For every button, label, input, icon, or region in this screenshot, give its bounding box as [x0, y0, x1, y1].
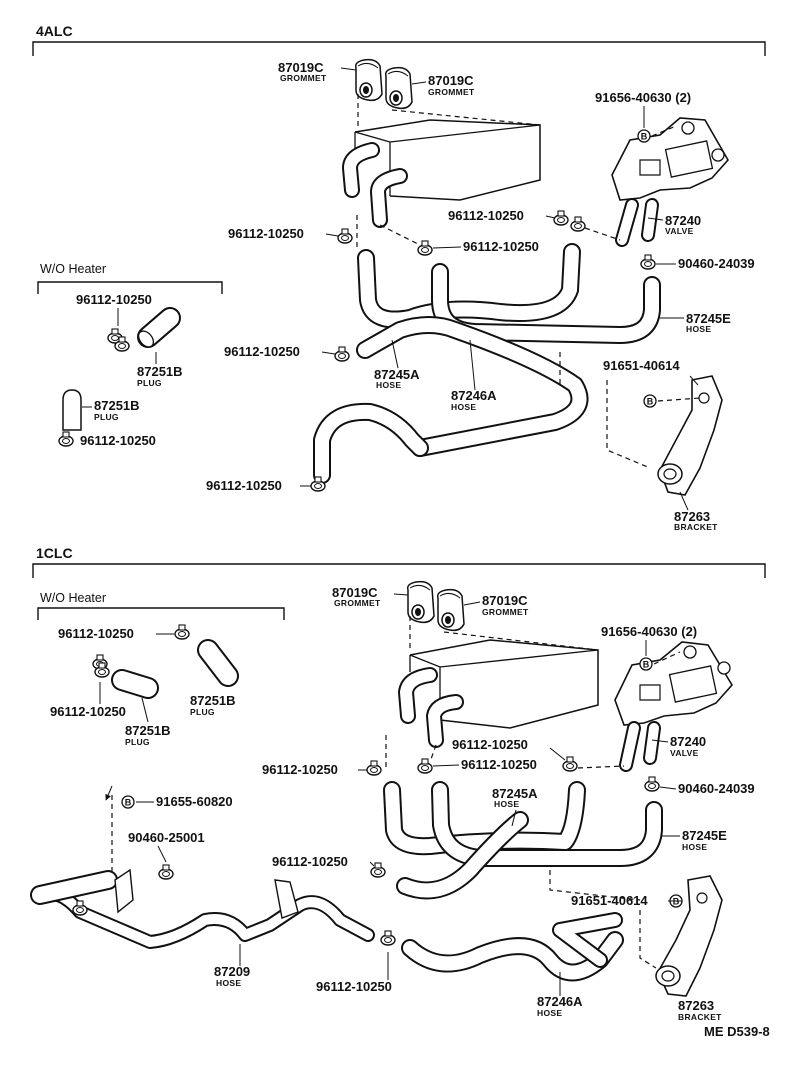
hose-clip-icon	[58, 431, 74, 447]
part-label: 87245A	[492, 786, 538, 801]
hose-clamp-icon	[158, 864, 174, 880]
wo-heater-label: W/O Heater	[40, 591, 106, 605]
part-sub-label: BRACKET	[678, 1012, 722, 1022]
hose-clip-icon	[417, 240, 433, 256]
part-label: 87251B	[94, 398, 140, 413]
section-bracket-bottom	[32, 563, 766, 578]
part-label: 90460-24039	[678, 781, 755, 796]
grommet-icon	[436, 588, 465, 632]
part-label: 87245E	[686, 311, 731, 326]
part-label: 90460-25001	[128, 830, 205, 845]
bolt-icon	[643, 394, 657, 408]
part-label: 87245A	[374, 367, 420, 382]
part-label: 87019C	[482, 593, 528, 608]
diagram-code: ME D539-8	[704, 1024, 770, 1039]
part-label: 96112-10250	[228, 226, 304, 241]
section-label-4alc: 4ALC	[36, 23, 73, 39]
part-label: 91656-40630 (2)	[601, 624, 697, 639]
part-label: 87019C	[428, 73, 474, 88]
part-label: 90460-24039	[678, 256, 755, 271]
part-sub-label: GROMMET	[334, 598, 381, 608]
part-label: 96112-10250	[448, 208, 524, 223]
section-bracket-top	[32, 41, 766, 56]
part-sub-label: PLUG	[125, 737, 150, 747]
part-label: 87246A	[451, 388, 497, 403]
bolt-icon	[121, 795, 135, 809]
bracket-bottom	[655, 875, 723, 997]
hose-clip-icon	[174, 624, 190, 640]
part-sub-label: GROMMET	[482, 607, 529, 617]
part-label: 96112-10250	[50, 704, 126, 719]
hose-clip-icon	[570, 216, 586, 232]
part-label: 87240	[670, 734, 706, 749]
part-label: 91651-40614	[603, 358, 680, 373]
part-label: 87019C	[278, 60, 324, 75]
section-1clc: 1CLC 87019C GROMMET 87019C GROMMET	[30, 545, 766, 1022]
part-label: 96112-10250	[452, 737, 528, 752]
part-label: 87246A	[537, 994, 583, 1009]
part-label: 96112-10250	[463, 239, 539, 254]
part-sub-label: HOSE	[451, 402, 476, 412]
hose-clip-icon	[334, 346, 350, 362]
part-label: 87245E	[682, 828, 727, 843]
part-label: 91655-60820	[156, 794, 233, 809]
part-sub-label: GROMMET	[280, 73, 327, 83]
part-label: 87251B	[125, 723, 171, 738]
grommet-icon	[406, 580, 435, 624]
hose-clip-icon	[337, 228, 353, 244]
part-sub-label: HOSE	[686, 324, 711, 334]
part-label: 96112-10250	[58, 626, 134, 641]
part-label: 91656-40630 (2)	[595, 90, 691, 105]
hose-clip-icon	[553, 210, 569, 226]
part-sub-label: PLUG	[190, 707, 215, 717]
part-label: 91651-40614	[571, 893, 648, 908]
bolt-icon	[639, 657, 653, 671]
part-label: 96112-10250	[461, 757, 537, 772]
bolt-icon	[637, 129, 651, 143]
part-label: 87263	[678, 998, 714, 1013]
part-label: 96112-10250	[316, 979, 392, 994]
part-sub-label: PLUG	[94, 412, 119, 422]
part-label: 87251B	[190, 693, 236, 708]
part-sub-label: HOSE	[216, 978, 241, 988]
grommet-icon	[384, 66, 413, 110]
part-label: 96112-10250	[80, 433, 156, 448]
hose-clip-icon	[380, 930, 396, 946]
part-label: 96112-10250	[206, 478, 282, 493]
part-sub-label: VALVE	[670, 748, 699, 758]
hose-clamp-icon	[640, 254, 656, 270]
hose-clip-icon	[366, 760, 382, 776]
part-sub-label: HOSE	[376, 380, 401, 390]
part-label: 87263	[674, 509, 710, 524]
part-sub-label: HOSE	[682, 842, 707, 852]
part-sub-label: PLUG	[137, 378, 162, 388]
part-label: 96112-10250	[76, 292, 152, 307]
part-sub-label: GROMMET	[428, 87, 475, 97]
part-sub-label: HOSE	[537, 1008, 562, 1018]
bracket-top	[657, 375, 723, 496]
part-sub-label: BRACKET	[674, 522, 718, 532]
hose-clip-icon	[562, 756, 578, 772]
valve-bottom	[614, 641, 733, 772]
part-label: 87209	[214, 964, 250, 979]
part-sub-label: VALVE	[665, 226, 694, 236]
section-label-1clc: 1CLC	[36, 545, 73, 561]
hose-clip-icon	[417, 758, 433, 774]
part-label: 96112-10250	[272, 854, 348, 869]
section-4alc: 4ALC 87019C GROMMET 87019C GROMMET	[32, 23, 766, 532]
part-label: 96112-10250	[262, 762, 338, 777]
part-label: 87251B	[137, 364, 183, 379]
part-label: 87240	[665, 213, 701, 228]
hose-clamp-icon	[644, 776, 660, 792]
wo-heater-label: W/O Heater	[40, 262, 106, 276]
grommet-icon	[354, 58, 383, 102]
part-label: 87019C	[332, 585, 378, 600]
part-sub-label: HOSE	[494, 799, 519, 809]
part-label: 96112-10250	[224, 344, 300, 359]
